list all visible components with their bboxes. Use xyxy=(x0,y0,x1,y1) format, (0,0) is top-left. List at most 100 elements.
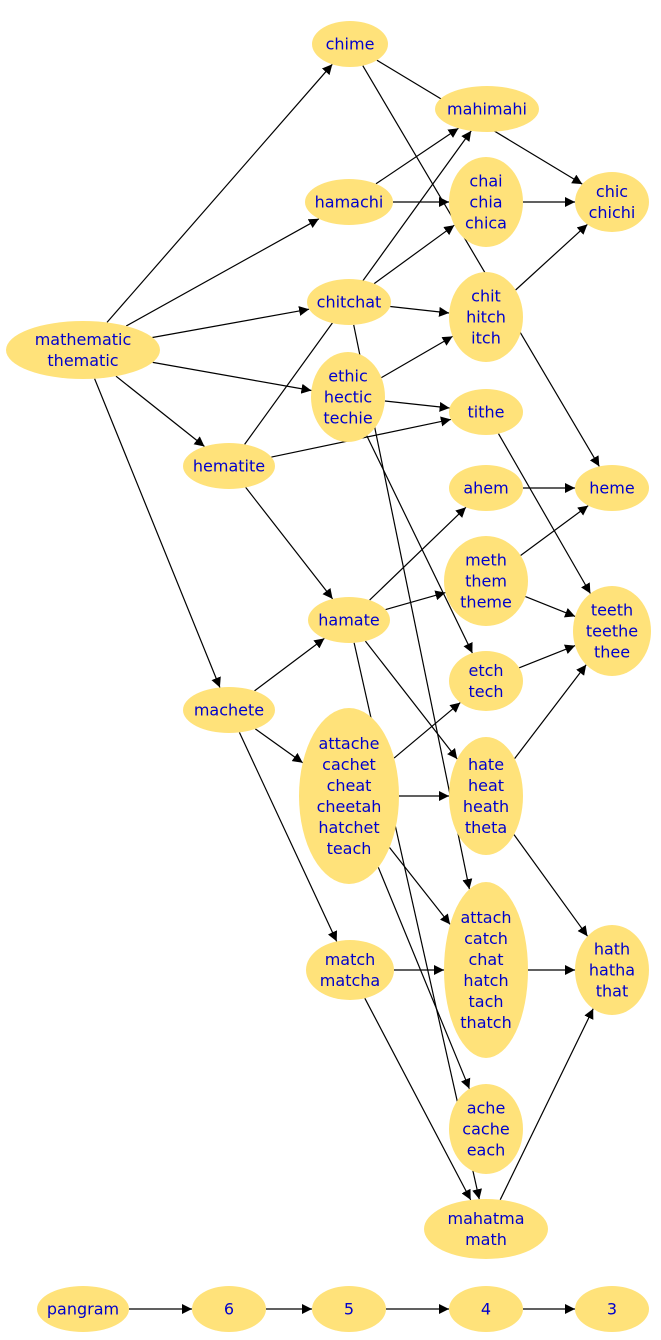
node-label: heat xyxy=(468,776,504,795)
node-ellipse xyxy=(37,1286,129,1332)
node-label: machete xyxy=(194,701,264,720)
node-chime: chime xyxy=(312,21,388,67)
edge-hamate-to-meth xyxy=(385,590,446,611)
node-ellipse xyxy=(424,1199,548,1259)
node-label: hatha xyxy=(589,961,635,980)
edge-machete-to-hamate xyxy=(254,637,325,692)
node-label: 5 xyxy=(344,1300,354,1319)
node-heme: heme xyxy=(575,465,649,511)
node-n6: 6 xyxy=(192,1286,266,1332)
node-ellipse xyxy=(573,586,651,676)
node-ellipse xyxy=(449,1084,523,1174)
node-label: pangram xyxy=(47,1300,119,1319)
node-label: cache xyxy=(462,1120,509,1139)
edge-match-to-mahatma xyxy=(364,997,472,1201)
node-label: ahem xyxy=(463,479,508,498)
edge-hamate-to-hate xyxy=(364,640,458,760)
node-label: heath xyxy=(463,797,509,816)
node-ellipse xyxy=(575,465,649,511)
node-label: hitch xyxy=(466,308,506,327)
node-label: chai xyxy=(469,172,502,191)
edge-mathematic-to-machete xyxy=(94,378,221,688)
node-label: techie xyxy=(323,409,372,428)
node-label: thatch xyxy=(460,1013,511,1032)
node-label: 6 xyxy=(224,1300,234,1319)
edge-ethic-to-chit xyxy=(381,335,453,379)
node-label: math xyxy=(465,1230,507,1249)
node-label: thee xyxy=(594,643,630,662)
node-label: hectic xyxy=(324,388,372,407)
edge-mathematic-to-ethic xyxy=(152,361,312,394)
node-label: matcha xyxy=(320,971,380,990)
node-ellipse xyxy=(449,389,523,435)
edge-chitchat-to-chit xyxy=(390,305,450,317)
node-ellipse xyxy=(307,279,391,325)
node-ellipse xyxy=(575,1286,649,1332)
node-n3: 3 xyxy=(575,1286,649,1332)
edge-tithe-to-teeth xyxy=(497,433,591,594)
edge-attache-to-attach xyxy=(389,847,451,925)
node-label: hatchet xyxy=(318,818,379,837)
edge-hamate-to-ahem xyxy=(369,506,467,601)
node-ellipse xyxy=(444,536,528,626)
edge-chitchat-to-chai xyxy=(373,224,455,285)
node-label: hamachi xyxy=(315,193,384,212)
node-ellipse xyxy=(435,86,539,132)
node-pangram: pangram xyxy=(37,1286,129,1332)
node-ellipse xyxy=(183,443,275,489)
node-ellipse xyxy=(449,737,523,855)
node-label: teeth xyxy=(591,601,633,620)
node-ellipse xyxy=(312,21,388,67)
node-ellipse xyxy=(308,597,390,643)
node-label: chic xyxy=(596,182,628,201)
node-teeth: teeth teethe thee xyxy=(573,586,651,676)
node-ellipse xyxy=(305,179,393,225)
edge-meth-to-teeth xyxy=(525,596,576,618)
node-label: chitchat xyxy=(317,293,382,312)
node-tithe: tithe xyxy=(449,389,523,435)
node-label: tithe xyxy=(468,403,505,422)
edge-attache-to-etch xyxy=(393,702,461,759)
node-hamate: hamate xyxy=(308,597,390,643)
node-label: each xyxy=(467,1141,506,1160)
node-ellipse xyxy=(449,1286,523,1332)
node-ellipse xyxy=(449,651,523,711)
edge-hate-to-hath xyxy=(513,834,588,937)
edge-etch-to-teeth xyxy=(518,644,576,669)
edge-chit-to-chic xyxy=(515,223,588,291)
node-label: mathematic xyxy=(35,330,132,349)
node-ellipse xyxy=(312,1286,386,1332)
node-ellipse xyxy=(444,882,528,1058)
node-ellipse xyxy=(299,708,399,884)
node-label: hath xyxy=(594,940,630,959)
node-ellipse xyxy=(575,925,649,1015)
node-label: attach xyxy=(460,908,511,927)
node-chai: chai chia chica xyxy=(449,157,523,247)
node-ellipse xyxy=(449,157,523,247)
node-label: chica xyxy=(465,214,507,233)
node-label: hematite xyxy=(193,457,265,476)
edge-machete-to-attache xyxy=(254,728,304,764)
node-ellipse xyxy=(449,465,523,511)
nodes-layer: mathematicthematicchimemahimahihamachich… xyxy=(6,21,651,1332)
node-label: chia xyxy=(469,193,502,212)
node-label: attache xyxy=(319,734,380,753)
edge-chime-to-heme xyxy=(362,65,600,467)
node-machete: machete xyxy=(183,687,275,733)
node-label: teethe xyxy=(586,622,638,641)
node-ellipse xyxy=(306,940,394,1000)
edge-machete-to-match xyxy=(238,732,338,942)
node-mahimahi: mahimahi xyxy=(435,86,539,132)
node-label: 4 xyxy=(481,1300,491,1319)
